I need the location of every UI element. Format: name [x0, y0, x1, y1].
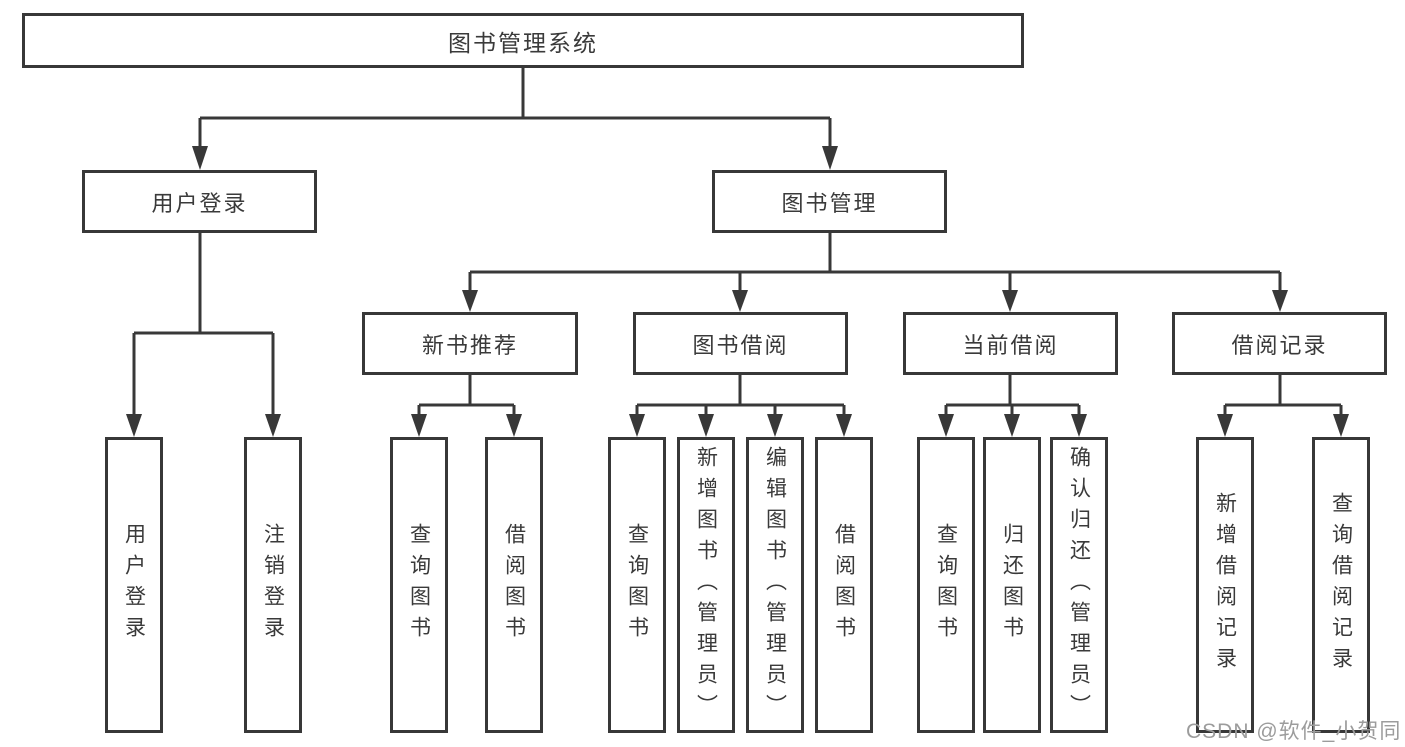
leaf-query-books-borrow: 查询图书 [608, 437, 666, 733]
arrowhead-icon [126, 414, 142, 437]
leaf-query-borrow-record: 查询借阅记录 [1312, 437, 1370, 733]
connector-line [468, 375, 1282, 405]
arrowhead-icon [1071, 414, 1087, 437]
leaf-borrow-books: 借阅图书 [815, 437, 873, 733]
arrowhead-icon [265, 414, 281, 437]
arrowhead-icon [1272, 290, 1288, 312]
connector-line [468, 233, 1282, 292]
leaf-query-books-recommend: 查询图书 [390, 437, 448, 733]
leaf-borrow-books-recommend: 借阅图书 [485, 437, 543, 733]
connector-line [198, 68, 832, 148]
arrowhead-icon [506, 414, 522, 437]
arrowhead-icon [192, 146, 208, 170]
arrowhead-icon [1217, 414, 1233, 437]
node-user-login: 用户登录 [82, 170, 317, 233]
node-current-borrowing: 当前借阅 [903, 312, 1118, 375]
csdn-watermark: CSDN @软件_小贺同学 [1186, 720, 1402, 743]
leaf-return-books: 归还图书 [983, 437, 1041, 733]
arrowhead-icon [732, 290, 748, 312]
arrowhead-icon [629, 414, 645, 437]
node-library-management-system: 图书管理系统 [22, 13, 1024, 68]
leaf-add-borrow-record: 新增借阅记录 [1196, 437, 1254, 733]
arrowhead-icon [411, 414, 427, 437]
arrowhead-icon [462, 290, 478, 312]
leaf-add-books-admin: 新增图书（管理员） [677, 437, 735, 733]
leaf-logout: 注销登录 [244, 437, 302, 733]
arrowhead-icon [1002, 290, 1018, 312]
leaf-edit-books-admin: 编辑图书（管理员） [746, 437, 804, 733]
leaf-query-books-current: 查询图书 [917, 437, 975, 733]
arrowhead-icon [1004, 414, 1020, 437]
arrowhead-icon [698, 414, 714, 437]
connector-line [417, 405, 1343, 418]
arrowhead-icon [767, 414, 783, 437]
node-borrowing-records: 借阅记录 [1172, 312, 1387, 375]
arrowhead-icon [836, 414, 852, 437]
arrowhead-icon [822, 146, 838, 170]
connector-line [132, 233, 275, 418]
arrowhead-icon [1333, 414, 1349, 437]
node-book-management: 图书管理 [712, 170, 947, 233]
node-book-borrowing: 图书借阅 [633, 312, 848, 375]
node-new-book-recommendation: 新书推荐 [362, 312, 578, 375]
leaf-user-login: 用户登录 [105, 437, 163, 733]
arrowhead-icon [938, 414, 954, 437]
leaf-confirm-return-admin: 确认归还（管理员） [1050, 437, 1108, 733]
